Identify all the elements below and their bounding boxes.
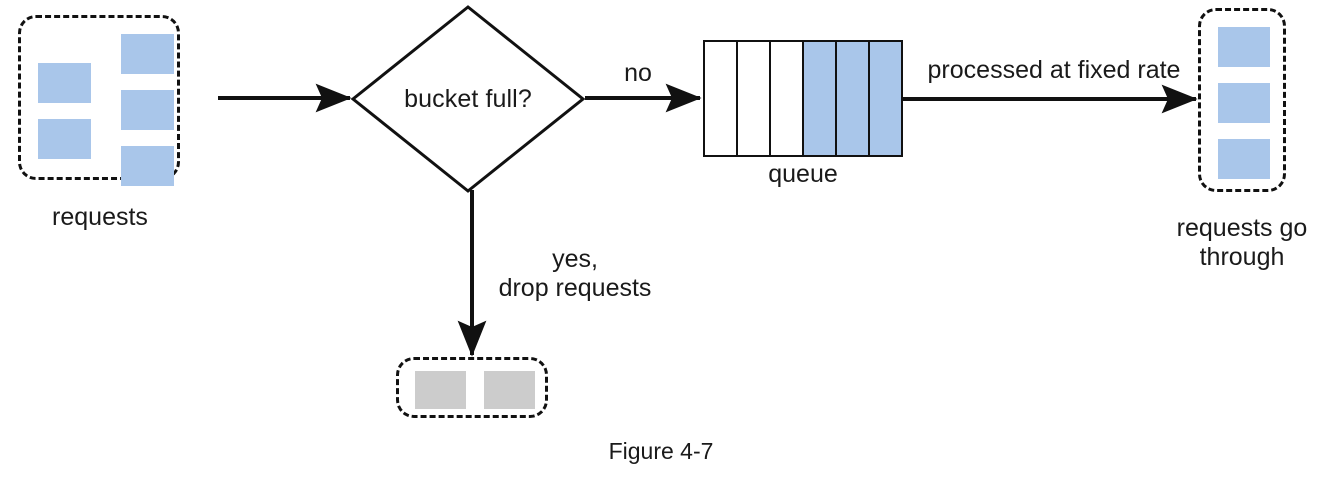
request-tile (121, 90, 174, 130)
queue-cell-filled (837, 42, 870, 155)
queue-node (703, 40, 903, 157)
request-tile (121, 146, 174, 186)
diamond-shape (350, 5, 586, 193)
figure-caption: Figure 4-7 (608, 438, 714, 464)
queue-cell-empty (705, 42, 738, 155)
decision-node: bucket full? (350, 4, 586, 194)
edge-label-yes-line1: yes, (552, 245, 598, 273)
requests-input-group (18, 15, 180, 186)
dropped-tile (484, 371, 535, 409)
decision-label: bucket full? (404, 84, 532, 113)
request-tile (121, 34, 174, 74)
edge-label-yes-drop: yes,drop requests (490, 245, 660, 303)
queue-cell-empty (738, 42, 771, 155)
queue-cell-filled (870, 42, 901, 155)
queue-label: queue (768, 160, 838, 188)
requests-input-label: requests (52, 203, 148, 231)
output-tile (1218, 83, 1270, 123)
edge-label-processed-rate: processed at fixed rate (927, 56, 1181, 84)
requests-output-label-line1: requests go (1176, 214, 1308, 242)
requests-output-label-line2: through (1199, 243, 1285, 271)
edge-label-yes-line2: drop requests (498, 274, 652, 302)
request-tile (38, 63, 91, 103)
edge-label-no: no (624, 59, 652, 87)
dropped-requests-group (396, 357, 548, 418)
dropped-tile (415, 371, 466, 409)
output-tile (1218, 27, 1270, 67)
queue-cell-filled (804, 42, 837, 155)
request-tile (38, 119, 91, 159)
requests-output-group (1198, 8, 1286, 192)
output-tile (1218, 139, 1270, 179)
queue-cell-empty (771, 42, 804, 155)
